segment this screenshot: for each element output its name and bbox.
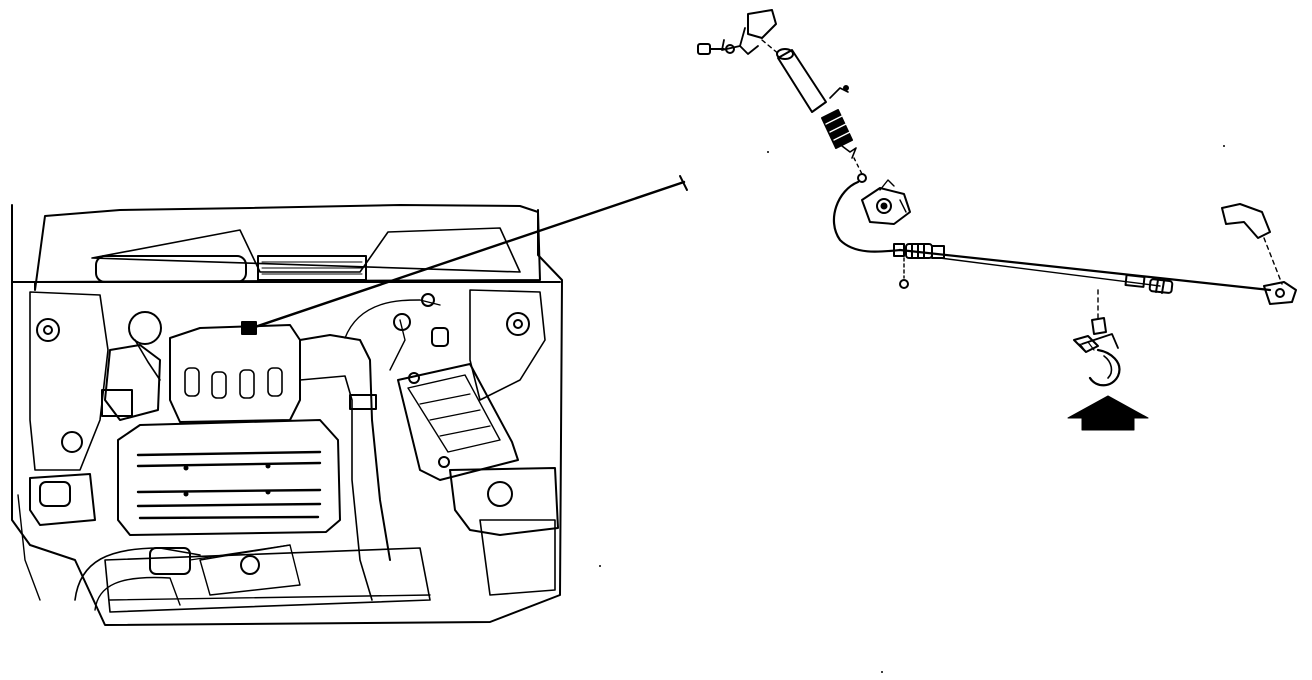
cable-assembly [697, 9, 1297, 387]
engine-bay [11, 204, 563, 626]
lower-right-bracket [449, 467, 559, 536]
pedal-end [1263, 281, 1297, 305]
left-strut-tower [29, 291, 109, 471]
hose-clamp [349, 394, 377, 410]
intake-plenum [169, 324, 301, 423]
cowl-panel [34, 204, 541, 291]
lower-hose-loop-2 [94, 576, 181, 611]
top-bracket-arm [721, 27, 746, 51]
lower-right-bolt [487, 481, 513, 507]
vent-grille [261, 261, 363, 275]
throttle-cam [861, 179, 911, 225]
washer-hose [17, 494, 41, 601]
dash-link-2 [853, 157, 863, 175]
air-hose [134, 339, 161, 381]
left-mount-bolt [36, 318, 60, 342]
battery [397, 363, 519, 481]
upper-radiator-hose-2 [299, 375, 373, 601]
main-cable [898, 248, 1272, 292]
belt [189, 544, 291, 561]
bracket-pin [739, 45, 759, 55]
print-specks [599, 145, 1225, 673]
washer-reservoir [29, 473, 96, 526]
adjuster-clip [899, 279, 909, 289]
air-duct [101, 389, 133, 417]
mount-bolt-top [697, 43, 735, 55]
right-mount-bolt-center [513, 319, 523, 329]
left-mount-bolt-center [43, 325, 53, 335]
lower-right-box [479, 519, 556, 596]
cowl-inner [91, 227, 521, 273]
spring-end [841, 145, 857, 159]
harness-drop [389, 319, 406, 371]
cable-ball [857, 173, 867, 183]
sleeve-end [776, 48, 794, 60]
lower-left-bolt [61, 431, 83, 453]
alternator [149, 547, 191, 575]
front-crossmember [104, 547, 431, 613]
dash-link-3 [1263, 237, 1283, 285]
retaining-clip [1073, 317, 1121, 387]
cable-sleeve [777, 49, 827, 113]
right-mount-bolt [506, 312, 530, 336]
battery-cells [419, 393, 491, 437]
arrow-up-icon [1067, 395, 1149, 431]
pedal-clip [1221, 203, 1271, 239]
battery-terminal-neg [438, 456, 450, 468]
washer-cap [39, 481, 71, 507]
upper-sensor [393, 313, 411, 331]
intake-runners [184, 367, 283, 399]
valve-cover [117, 419, 341, 536]
return-spring [821, 109, 853, 149]
cable-end-fitting [1124, 274, 1174, 294]
valve-cover-ribs [136, 450, 322, 520]
throttle-linkage-point [241, 321, 257, 335]
adjuster-dot [843, 85, 849, 91]
harness-connector [421, 293, 435, 307]
battery-top [407, 374, 501, 453]
bay-outline [11, 204, 563, 626]
leader-tick [679, 175, 688, 191]
cable-hook [832, 180, 902, 253]
wiring-harness [344, 299, 441, 339]
upper-radiator-hose [299, 334, 391, 561]
sensor-unit [431, 327, 449, 347]
battery-terminal-pos [408, 372, 420, 384]
pulley [240, 555, 260, 575]
right-strut-tower [469, 289, 546, 401]
cowl-vent [257, 255, 367, 281]
lower-rail [109, 594, 431, 601]
valve-cover-bolts [183, 463, 271, 497]
main-cable-lower [939, 257, 1161, 287]
leader-line [250, 180, 686, 330]
air-inlet [104, 344, 161, 421]
throttle-body [128, 311, 162, 345]
top-bracket [747, 9, 777, 39]
cable-adjuster [893, 243, 945, 259]
